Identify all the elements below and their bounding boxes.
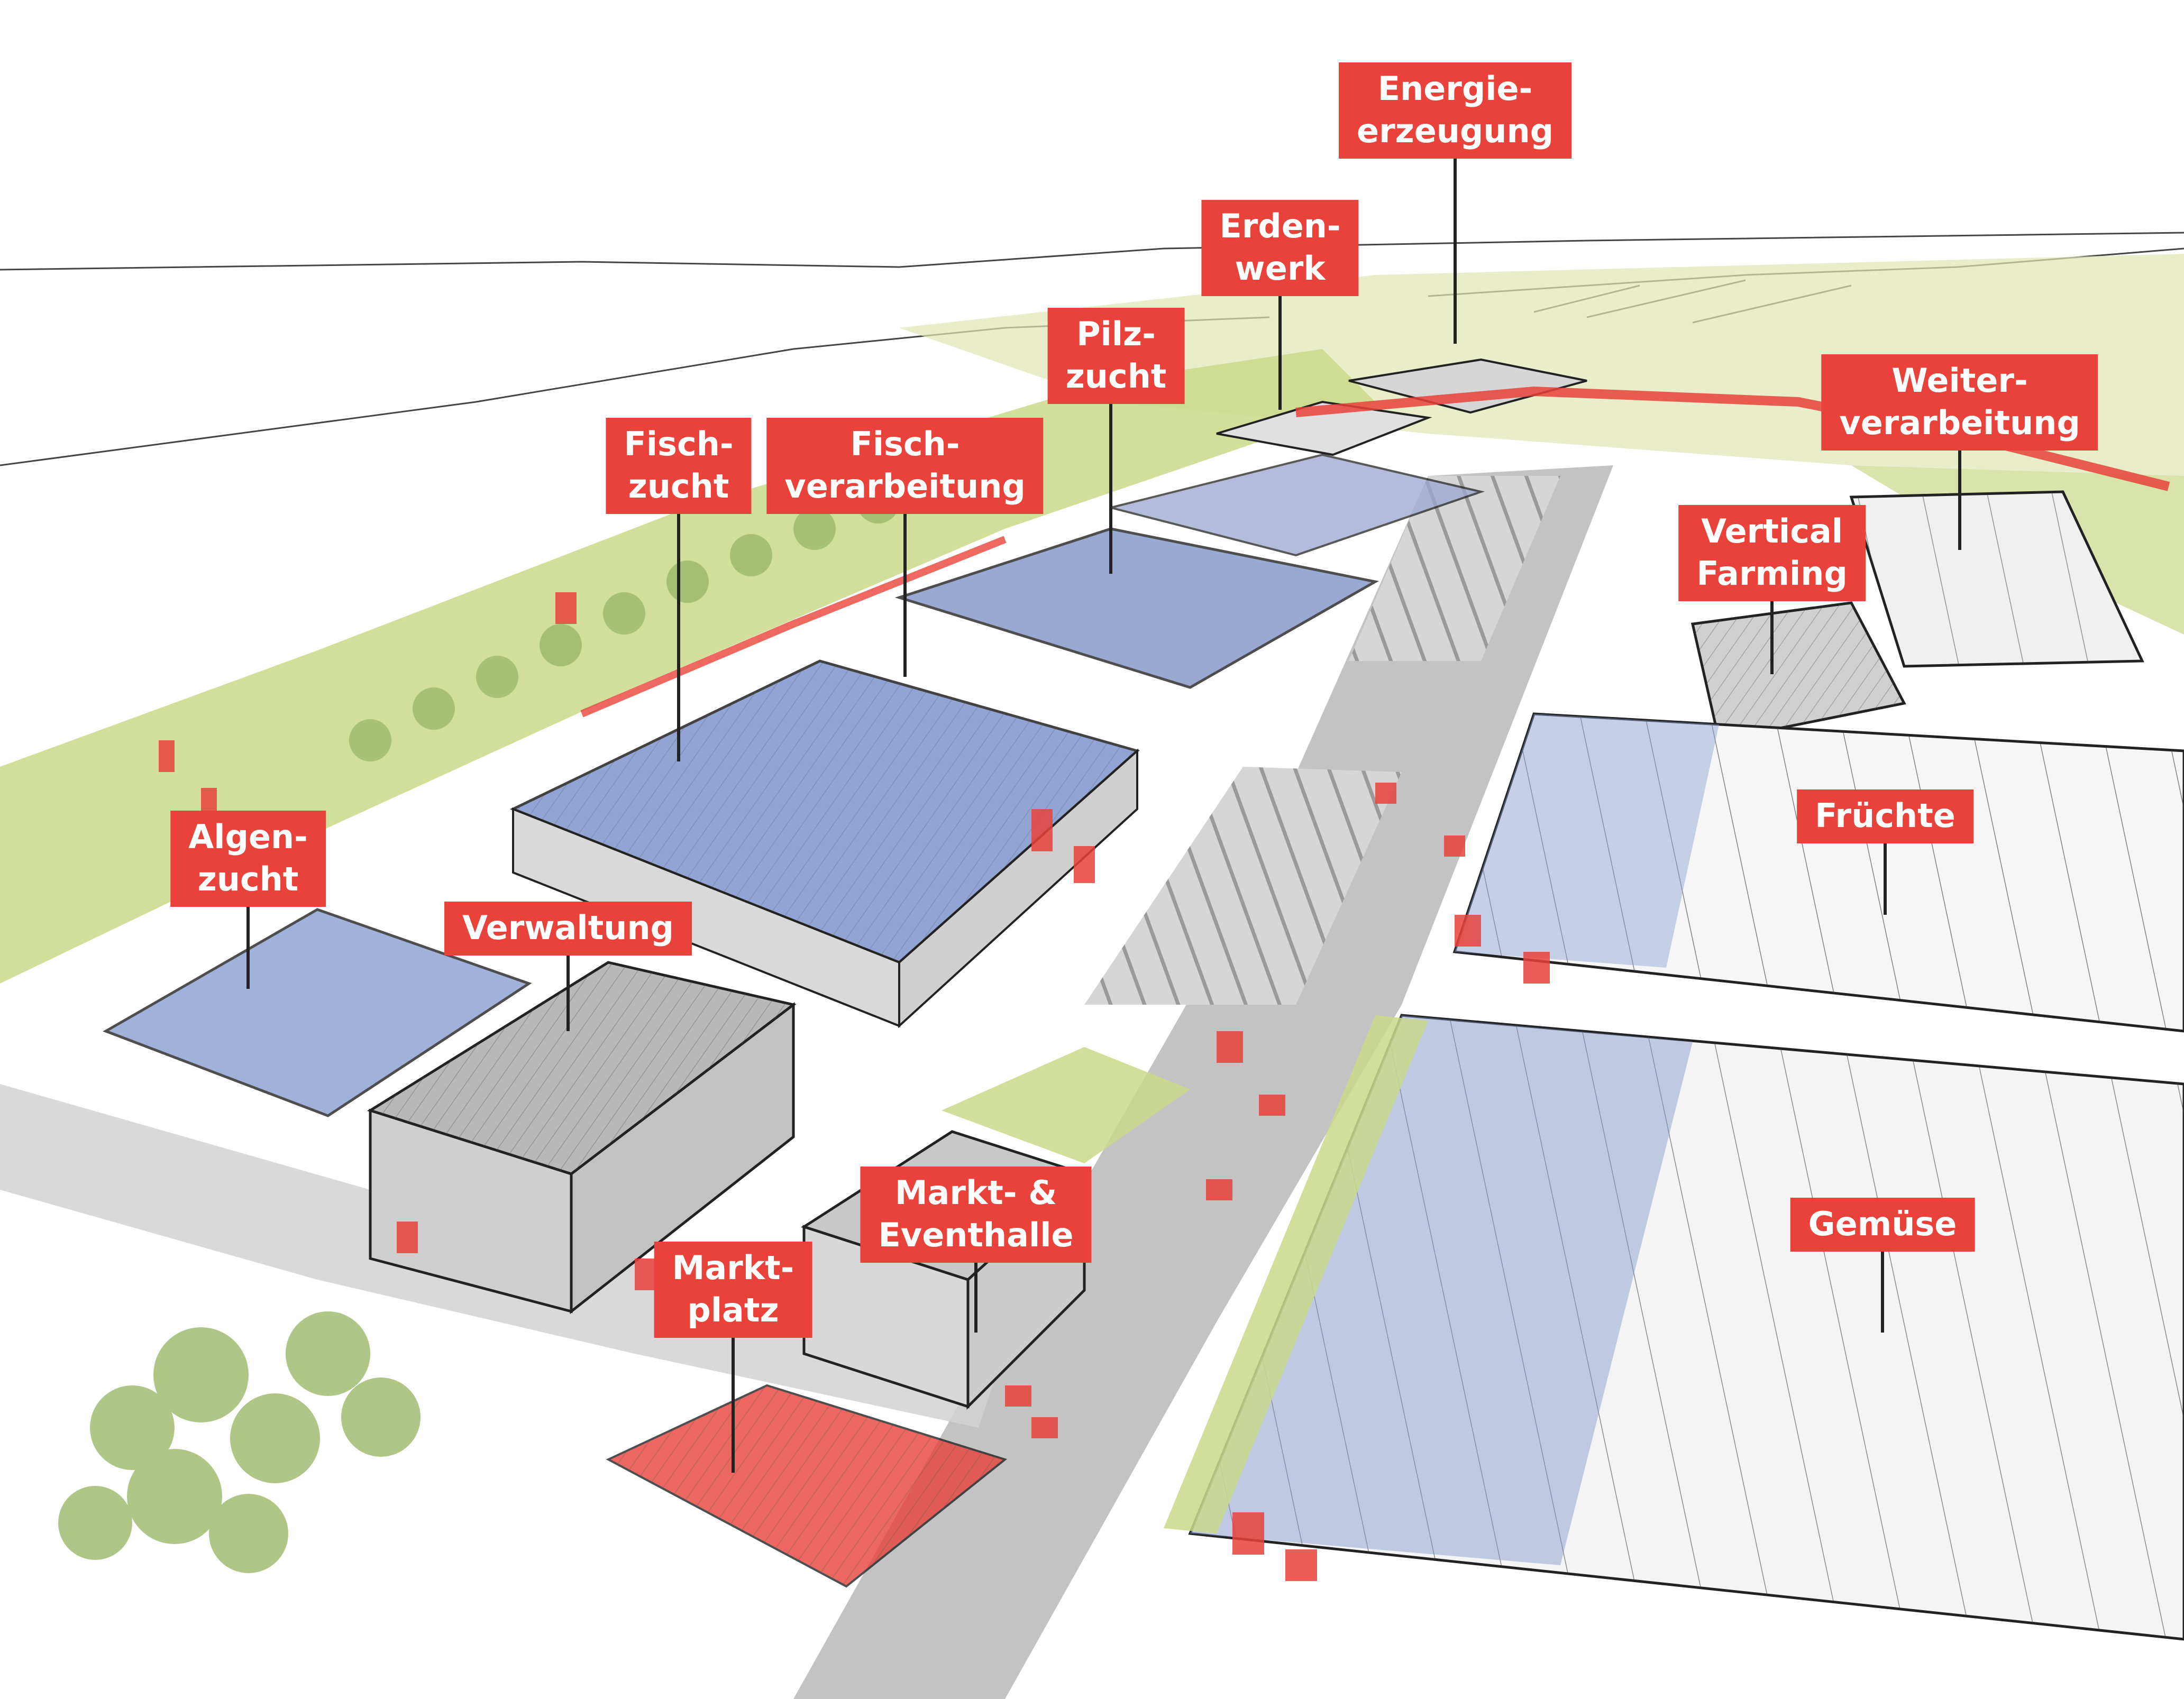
red-pipeline <box>1295 386 2170 491</box>
label-line: Markt- <box>672 1248 794 1287</box>
label-line: Markt- & <box>894 1173 1057 1212</box>
leader-erdenwerk <box>1278 293 1282 410</box>
label-energieerzeugung: Energie- erzeugung <box>1339 62 1571 159</box>
label-markt-eventhalle: Markt- & Eventhalle <box>860 1167 1092 1263</box>
label-line: Fisch- <box>624 425 734 463</box>
label-marktplatz: Markt- platz <box>654 1242 812 1338</box>
building-erdenwerk <box>1216 400 1432 456</box>
leader-marktplatz <box>732 1330 735 1473</box>
label-line: erzeugung <box>1357 112 1554 150</box>
label-pilzzucht: Pilz- zucht <box>1047 308 1185 404</box>
leader-fischzucht <box>677 502 680 761</box>
label-line: zucht <box>197 860 299 898</box>
label-vertical-farming: Vertical Farming <box>1678 505 1866 601</box>
central-road <box>793 465 1613 1699</box>
leader-markt-eventhalle <box>974 1259 977 1333</box>
red-path-left <box>580 536 1007 718</box>
label-line: Pilz- <box>1076 315 1156 353</box>
leader-fruechte <box>1884 841 1887 915</box>
label-line: Eventhalle <box>878 1216 1074 1254</box>
label-line: Algen- <box>188 818 308 856</box>
hall-fischverarbeitung <box>894 527 1379 689</box>
label-gemuese: Gemüse <box>1790 1198 1975 1252</box>
label-line: Farming <box>1696 554 1848 593</box>
label-line: zucht <box>628 467 729 506</box>
red-accents <box>159 592 1550 1581</box>
parking-stripes-2 <box>1349 476 1560 661</box>
label-line: platz <box>687 1291 779 1329</box>
leader-energieerzeugung <box>1454 159 1457 344</box>
parking-stripes <box>1084 767 1402 1005</box>
hall-pilzzucht <box>1110 453 1485 557</box>
label-line: werk <box>1235 249 1326 288</box>
label-line: Früchte <box>1815 796 1955 835</box>
leader-pilzzucht <box>1109 399 1112 574</box>
label-line: Gemüse <box>1808 1205 1957 1243</box>
green-edge-gemuese <box>1164 1015 1428 1533</box>
leader-algenzucht <box>246 899 250 989</box>
leader-verwaltung <box>566 952 570 1031</box>
label-line: Energie- <box>1377 69 1533 108</box>
label-line: verarbeitung <box>784 467 1026 506</box>
label-line: Verwaltung <box>462 908 674 947</box>
label-fruechte: Früchte <box>1797 789 1973 843</box>
label-fischverarbeitung: Fisch- verarbeitung <box>766 418 1044 514</box>
label-fischzucht: Fisch- zucht <box>606 418 752 514</box>
leader-fischverarbeitung <box>903 502 907 677</box>
label-line: Vertical <box>1701 512 1843 550</box>
label-weiterverarbeitung: Weiter- verarbeitung <box>1821 354 2098 451</box>
label-line: Erden- <box>1219 207 1341 245</box>
label-line: Fisch- <box>850 425 960 463</box>
leader-gemuese <box>1881 1248 1884 1333</box>
label-algenzucht: Algen- zucht <box>170 811 326 907</box>
label-line: zucht <box>1065 357 1167 396</box>
label-verwaltung: Verwaltung <box>444 902 692 956</box>
label-line: verarbeitung <box>1839 403 2080 442</box>
leader-vertical-farming <box>1770 595 1774 674</box>
label-erdenwerk: Erden- werk <box>1201 200 1359 296</box>
label-line: Weiter- <box>1891 361 2028 400</box>
leader-weiterverarbeitung <box>1958 444 1961 550</box>
tree-cluster <box>58 1311 421 1573</box>
greenery-markt <box>942 1047 1190 1163</box>
